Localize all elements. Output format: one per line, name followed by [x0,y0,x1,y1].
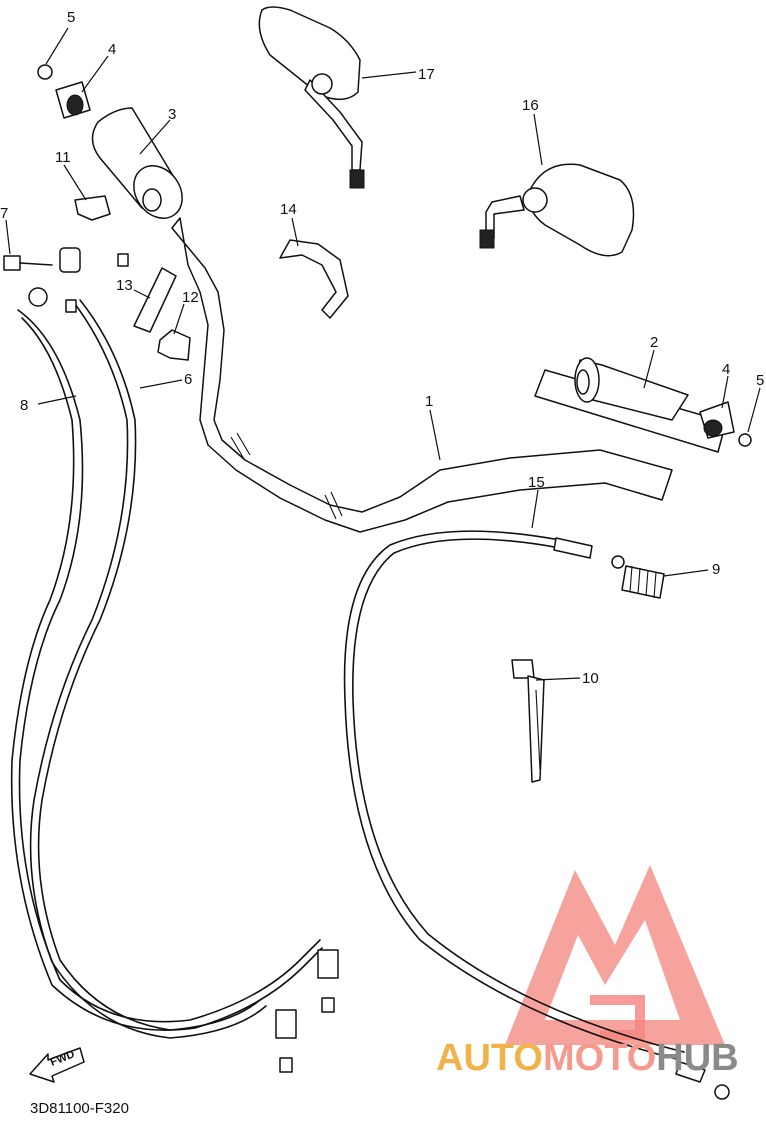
svg-text:7: 7 [0,205,8,222]
clamp-9 [74,195,111,221]
svg-text:8: 8 [20,397,28,414]
callout-3: 3 [139,106,176,155]
bar-end-weight-left [37,64,91,119]
watermark-hub: HUB [656,1037,738,1079]
svg-text:4: 4 [108,41,116,58]
mirror-left [258,6,365,189]
callout-4-left: 4 [81,41,116,93]
cable-tie-15 [511,659,545,783]
left-grip [91,107,183,219]
watermark-moto: MOTO [543,1037,656,1079]
svg-text:10: 10 [582,670,599,687]
callout-2: 2 [643,334,658,389]
watermark-text: AUTOMOTOHUB [436,1037,739,1079]
callout-9: 11 [55,149,87,201]
right-grip [534,357,727,453]
diagram-code: 3D81100-F320 [30,1100,129,1117]
svg-text:5: 5 [756,372,764,389]
throttle-cable-8 [10,287,323,1031]
bracket [279,239,349,319]
callout-16: 16 [522,97,543,166]
callout-11: 13 [116,277,151,299]
callout-7: 7 [0,205,11,255]
svg-text:17: 17 [418,66,435,83]
callout-14: 9 [663,561,720,578]
callout-4-right: 4 [721,361,730,409]
svg-text:5: 5 [67,9,75,26]
svg-text:15: 15 [528,474,545,491]
svg-text:2: 2 [650,334,658,351]
svg-text:13: 13 [116,277,133,294]
callout-13: 15 [528,474,545,529]
cable-end-fittings [65,253,339,1073]
svg-text:9: 9 [712,561,720,578]
svg-text:14: 14 [280,201,297,218]
callout-15: 10 [535,670,599,687]
callout-17: 17 [361,66,435,83]
svg-text:AUTOMOTOHUB: AUTOMOTOHUB [436,1037,739,1079]
callout-1: 1 [425,393,441,461]
clamp-10 [157,329,191,361]
clutch-cable-13 [343,530,730,1100]
callout-6: 6 [139,371,192,389]
callout-8: 8 [20,395,77,414]
bolt-7 [3,255,53,271]
svg-text:3: 3 [168,106,176,123]
bar-end-weight-right [699,401,752,447]
svg-text:6: 6 [184,371,192,388]
dust-boot-14 [621,565,665,599]
svg-text:4: 4 [722,361,730,378]
watermark-logo-icon [505,865,725,1045]
callout-12: 14 [280,201,299,247]
svg-text:16: 16 [522,97,539,114]
throttle-cable-6 [29,247,267,1039]
clamp-11 [133,267,177,333]
watermark-auto: AUTO [436,1037,543,1079]
mirror-right [479,163,635,257]
callout-5-left: 5 [45,9,75,65]
callout-10: 12 [173,289,199,335]
svg-text:12: 12 [182,289,199,306]
forward-arrow-icon: FWD [29,1047,85,1083]
callout-5-right: 5 [747,372,764,433]
svg-text:11: 11 [55,149,71,166]
svg-text:1: 1 [425,393,433,410]
handlebar [171,217,673,533]
